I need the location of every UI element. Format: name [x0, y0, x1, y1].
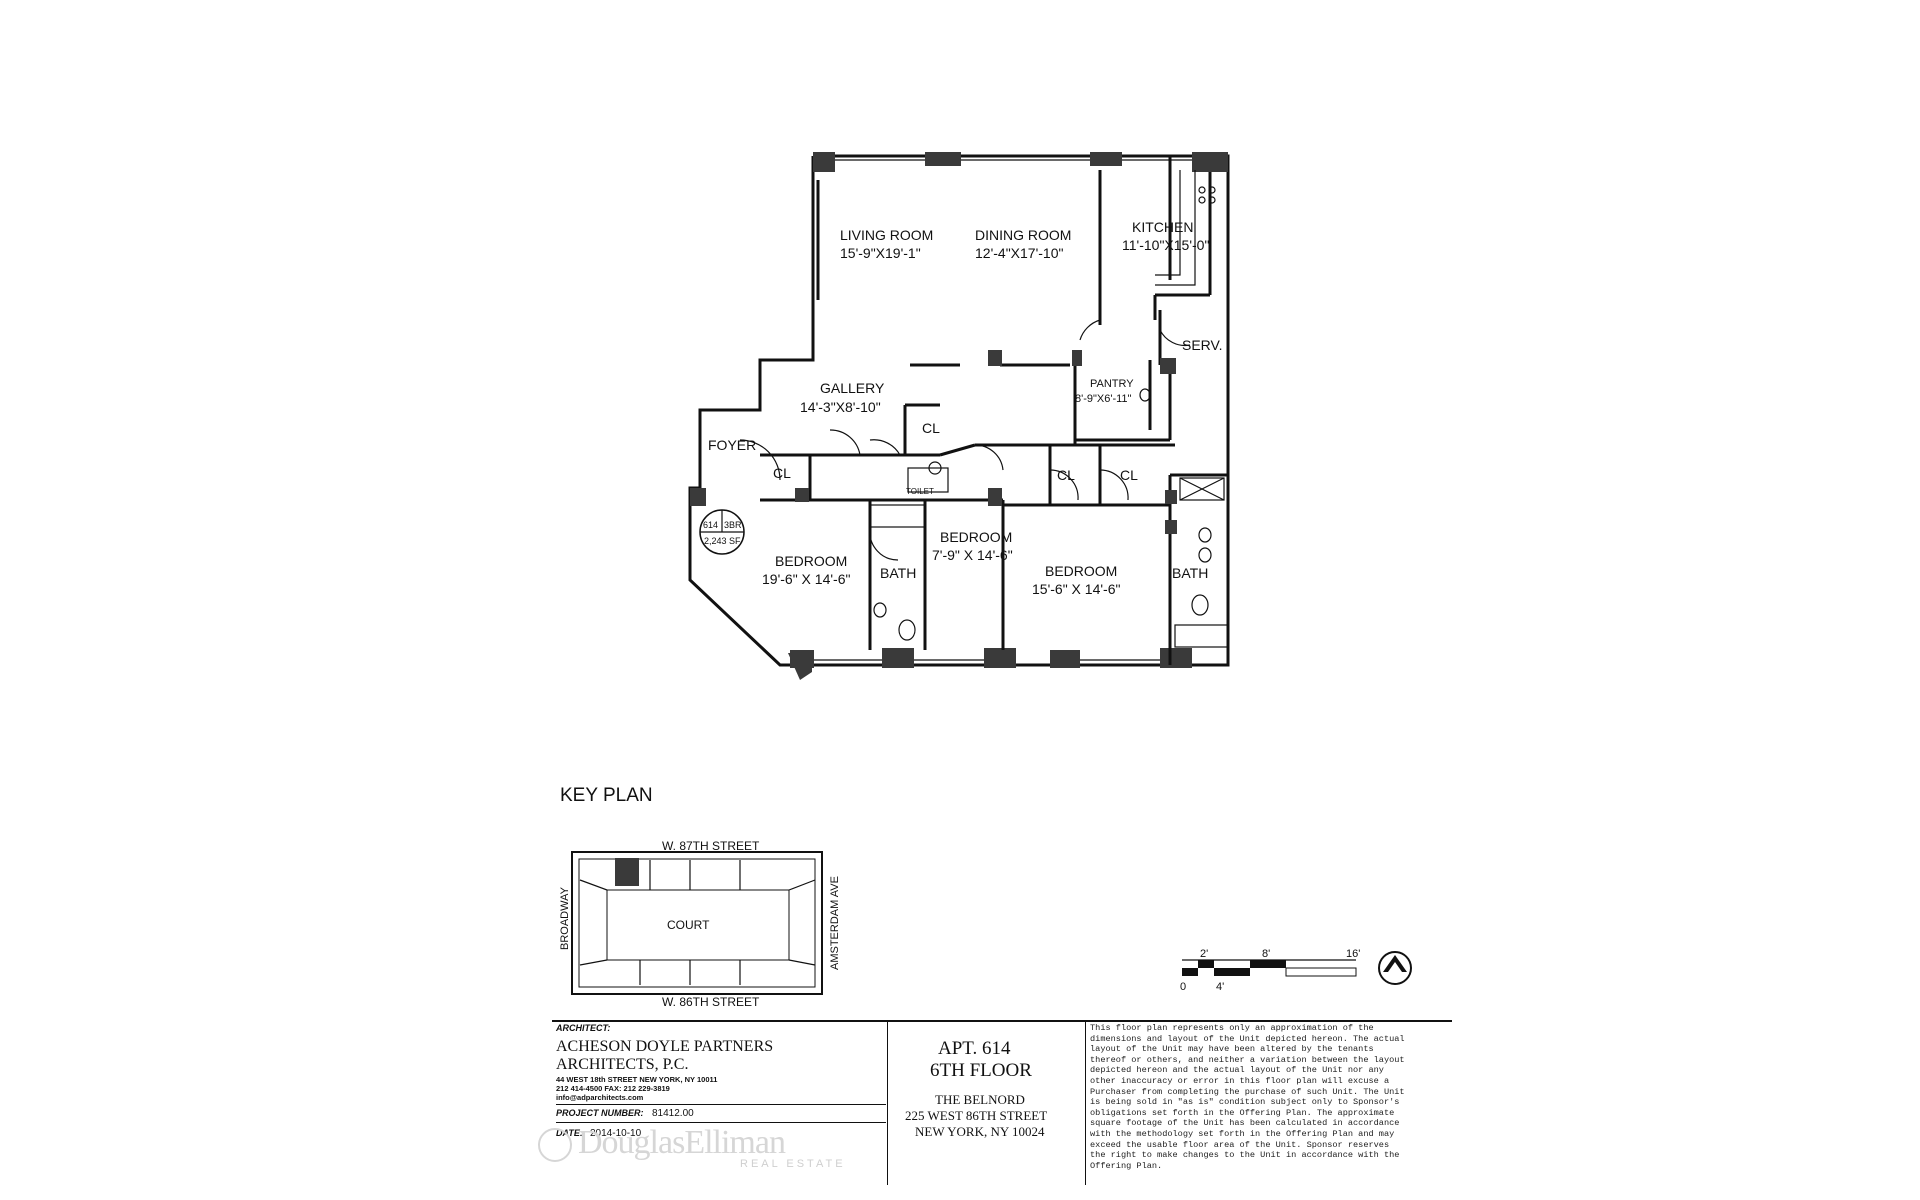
toilet-label: TOILET: [906, 487, 934, 496]
unit-badge: [699, 509, 745, 555]
bedroom-3-dims: 15'-6" X 14'-6": [1032, 581, 1120, 597]
key-plan-court: COURT: [667, 918, 710, 932]
scale-label-16: 16': [1346, 948, 1360, 960]
closet-label-bedroom3b: CL: [1120, 467, 1138, 483]
bedroom-1-label: BEDROOM: [775, 553, 847, 569]
living-room-label: LIVING ROOM: [840, 227, 933, 243]
closet-label-bedroom3a: CL: [1057, 467, 1075, 483]
disclaimer-text: This floor plan represents only an appro…: [1090, 1023, 1405, 1171]
foyer-label: FOYER: [708, 437, 756, 453]
pantry-label: PANTRY: [1090, 378, 1134, 390]
apt-floor: 6TH FLOOR: [930, 1060, 1032, 1081]
scale-label-8: 8': [1262, 948, 1270, 960]
brand-name: DouglasElliman: [578, 1124, 786, 1161]
kitchen-counter: [1155, 170, 1216, 286]
key-plan-south-street: W. 86TH STREET: [662, 995, 760, 1009]
gallery-label: GALLERY: [820, 380, 885, 396]
kitchen-dims: 11'-10"X15'-0": [1122, 237, 1209, 253]
interior-pillars: [690, 350, 1177, 680]
architect-divider-1: [556, 1104, 886, 1105]
building-name: THE BELNORD: [935, 1092, 1025, 1107]
project-number-label: PROJECT NUMBER:: [556, 1108, 644, 1118]
bedroom-2-dims: 7'-9" X 14'-6": [932, 547, 1013, 563]
architect-email: info@adparchitects.com: [556, 1093, 644, 1102]
title-block-divider-1: [887, 1020, 888, 1185]
brand-logo-icon: [538, 1128, 572, 1163]
brand-watermark: DouglasElliman: [538, 1124, 786, 1163]
pantry-dims: 8'-9"X6'-11": [1075, 393, 1132, 405]
architect-divider-2: [556, 1122, 886, 1123]
north-arrow-icon: [1378, 951, 1412, 985]
living-room-dims: 15'-9"X19'-1": [840, 245, 921, 261]
architect-heading: ARCHITECT:: [556, 1023, 611, 1033]
closet-label-gallery: CL: [922, 420, 940, 436]
project-number: 81412.00: [652, 1108, 694, 1119]
dining-room-dims: 12'-4"X17'-10": [975, 245, 1063, 261]
title-block-rule: [552, 1020, 1452, 1022]
bath-2-label: BATH: [1172, 565, 1208, 581]
closet-label-bedroom1: CL: [773, 465, 791, 481]
bedroom-3-label: BEDROOM: [1045, 563, 1117, 579]
architect-address: 44 WEST 18th STREET NEW YORK, NY 10011: [556, 1075, 718, 1084]
architect-phone: 212 414-4500 FAX: 212 229-3819: [556, 1084, 670, 1093]
bedroom-1-dims: 19'-6" X 14'-6": [762, 571, 850, 587]
architect-name-line2: ARCHITECTS, P.C.: [556, 1056, 689, 1073]
brand-subtitle: REAL ESTATE: [740, 1158, 846, 1170]
kitchen-label: KITCHEN: [1132, 219, 1193, 235]
scale-bar: [1182, 959, 1357, 977]
unit-badge-area: 2,243 SF: [704, 536, 741, 546]
building-city: NEW YORK, NY 10024: [915, 1124, 1045, 1139]
architect-name-line1: ACHESON DOYLE PARTNERS: [556, 1038, 774, 1055]
key-plan-west-street: BROADWAY: [559, 886, 571, 950]
bedroom-2-label: BEDROOM: [940, 529, 1012, 545]
scale-label-2: 2': [1200, 948, 1208, 960]
interior-walls: [760, 170, 1228, 665]
date-label: DATE:: [556, 1128, 583, 1138]
door-swings: [739, 319, 1191, 561]
key-plan-east-street: AMSTERDAM AVE: [829, 876, 841, 970]
title-block-divider-2: [1085, 1020, 1086, 1185]
serv-label: SERV.: [1182, 337, 1222, 353]
key-plan-diagram: [571, 851, 823, 995]
bath-1-label: BATH: [880, 565, 916, 581]
scale-label-0: 0: [1180, 981, 1186, 993]
scale-label-4: 4': [1216, 981, 1224, 993]
unit-badge-type: 3BR: [724, 520, 742, 530]
gallery-dims: 14'-3"X8'-10": [800, 399, 881, 415]
unit-badge-number: 614: [703, 520, 718, 530]
building-street: 225 WEST 86TH STREET: [905, 1108, 1048, 1123]
exterior-walls: [688, 154, 1230, 667]
key-plan-north-street: W. 87TH STREET: [662, 839, 760, 853]
dining-room-label: DINING ROOM: [975, 227, 1071, 243]
date-value: 2014-10-10: [590, 1128, 642, 1139]
bath-fixtures: [869, 388, 1229, 648]
key-plan-title: KEY PLAN: [560, 785, 653, 806]
apt-number: APT. 614: [938, 1038, 1011, 1059]
top-windows: [813, 152, 1228, 172]
